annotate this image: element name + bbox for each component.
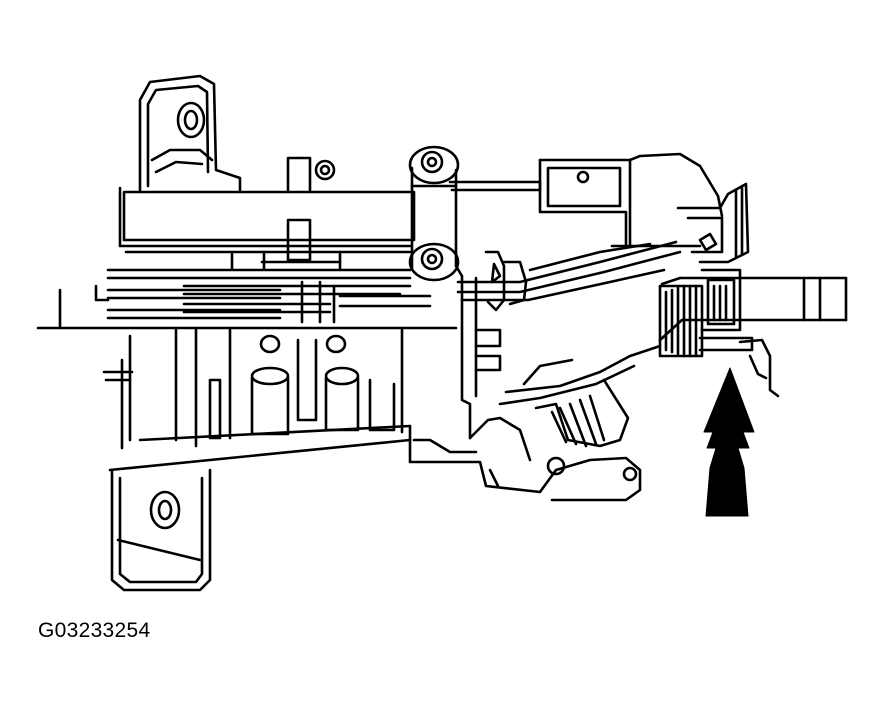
upper-housing [118, 156, 542, 262]
figure-code: G03233254 [38, 619, 151, 642]
upper-mounting-bracket [138, 74, 242, 192]
steering-shaft [658, 276, 848, 342]
switch-assembly [676, 182, 750, 264]
lower-column-body [102, 328, 412, 472]
left-rails [36, 250, 458, 330]
lock-housing [538, 152, 724, 248]
tilt-mechanism [408, 344, 662, 502]
spline-clamp [658, 268, 780, 398]
pivot-posts [408, 145, 460, 282]
indicator-arrow [703, 367, 755, 517]
tilt-lever [456, 240, 682, 302]
lower-mounting-bracket [110, 468, 212, 592]
center-hanger [454, 250, 528, 440]
